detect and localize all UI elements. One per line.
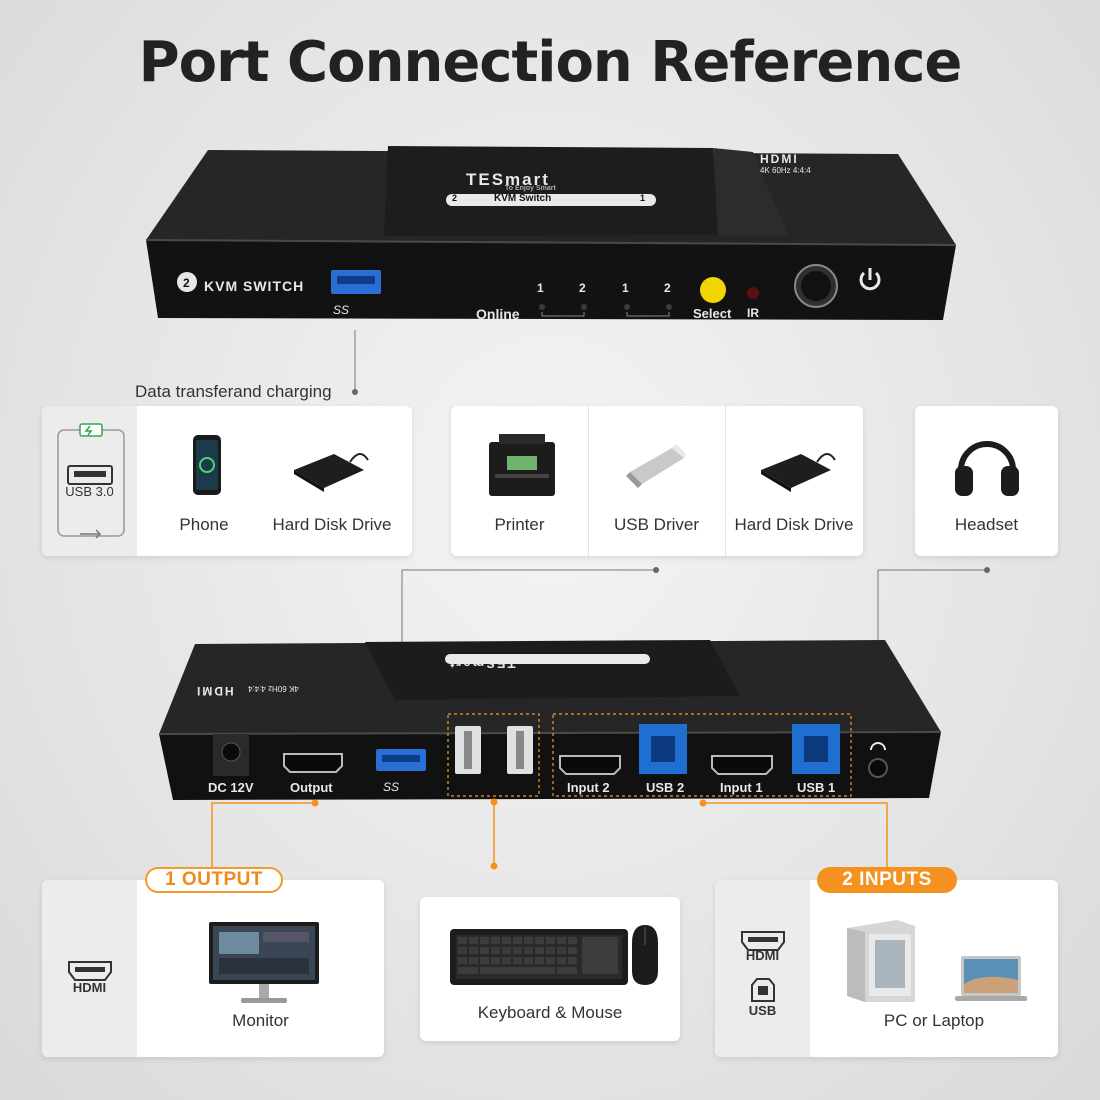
- front-ir-label: IR: [747, 306, 759, 320]
- usb-driver-label: USB Driver: [613, 515, 699, 534]
- rear-brand-logo: TESmart: [448, 656, 516, 671]
- hdmi-port-icon: [741, 931, 785, 951]
- phone-icon: [193, 435, 221, 495]
- headset-label: Headset: [954, 515, 1019, 534]
- front-switch-num: 2: [183, 276, 190, 290]
- front-hdmi-spec: 4K 60Hz 4:4:4: [760, 166, 811, 175]
- front-switch-label: KVM SWITCH: [204, 278, 305, 294]
- output-badge: 1 OUTPUT: [145, 867, 283, 893]
- front-online-num-1: 1: [537, 281, 544, 295]
- inputs-badge: 2 INPUTS: [817, 867, 957, 893]
- rear-input2-label: Input 2: [567, 780, 610, 795]
- input-port-label-usb: USB: [748, 1003, 777, 1018]
- hard-disk-icon: [294, 453, 369, 492]
- rear-usb1-label: USB 1: [797, 780, 836, 795]
- mouse-icon: [632, 925, 658, 985]
- headset-icon: [955, 441, 1019, 496]
- divider: [588, 406, 589, 556]
- front-tagline: To Enjoy Smart: [505, 185, 556, 192]
- usb-devices-card: Printer USB Driver Hard Disk Drive: [451, 406, 863, 556]
- front-brand-logo: TESmart: [466, 170, 550, 189]
- keyboard-mouse-card: Keyboard & Mouse: [420, 897, 680, 1041]
- rear-input1-label: Input 1: [720, 780, 763, 795]
- front-callout-line: [352, 330, 358, 395]
- front-online-label: Online: [476, 306, 520, 322]
- usb-b-port-icon: [751, 978, 775, 1002]
- pc-tower-icon: [847, 920, 915, 1002]
- hard-disk-label-1: Hard Disk Drive: [272, 515, 392, 534]
- output-port-label: HDMI: [72, 980, 107, 995]
- monitor-icon: [209, 922, 319, 1003]
- headset-card: Headset: [915, 406, 1058, 556]
- inputs-card: HDMI USB PC or Laptop: [715, 880, 1058, 1057]
- monitor-label: Monitor: [232, 1011, 289, 1030]
- page-title: Port Connection Reference: [138, 30, 963, 95]
- inputs-card-side: HDMI USB: [715, 880, 810, 1057]
- hard-disk-label-2: Hard Disk Drive: [734, 515, 854, 534]
- front-usb-symbol: SS: [333, 303, 350, 317]
- output-card: HDMI Monitor: [42, 880, 384, 1057]
- input-port-label-hdmi: HDMI: [745, 948, 780, 963]
- km-connector-line: [490, 798, 498, 870]
- front-hdmi-logo: HDMI: [760, 152, 799, 166]
- rear-hdmi-logo: HDMI: [195, 684, 234, 698]
- front-model-num-right: 1: [640, 193, 646, 203]
- laptop-icon: [955, 956, 1027, 1001]
- front-online-num-2: 2: [579, 281, 586, 295]
- keyboard-mouse-label: Keyboard & Mouse: [477, 1003, 623, 1022]
- front-model-label: KVM Switch: [494, 193, 552, 204]
- divider: [725, 406, 726, 556]
- rear-output-label: Output: [290, 780, 333, 795]
- output-card-side: HDMI: [42, 880, 137, 1057]
- hdmi-port-icon: [68, 961, 112, 981]
- kvm-rear-device: [158, 640, 942, 800]
- rear-usb2-label: USB 2: [646, 780, 685, 795]
- printer-icon: [489, 434, 555, 496]
- kvm-front-device: [145, 146, 957, 320]
- front-select-label: Select: [693, 306, 732, 321]
- front-select-num-1: 1: [622, 281, 629, 295]
- front-model-num-left: 2: [452, 193, 458, 203]
- usb3-port-icon: [57, 423, 125, 539]
- output-connector-line: [211, 799, 319, 872]
- front-callout-text: Data transferand charging: [135, 382, 332, 401]
- usb3-card: USB 3.0 Phone Hard Disk Drive: [42, 406, 412, 556]
- usb3-card-side: USB 3.0: [42, 406, 137, 556]
- usb3-port-label: USB 3.0: [65, 484, 114, 499]
- front-select-num-2: 2: [664, 281, 671, 295]
- rear-dc-label: DC 12V: [208, 780, 254, 795]
- hard-disk-icon: [761, 453, 836, 492]
- printer-label: Printer: [494, 515, 545, 534]
- rear-usb3-symbol: SS: [383, 780, 400, 794]
- pc-laptop-label: PC or Laptop: [883, 1011, 985, 1030]
- inputs-connector-line: [699, 799, 888, 872]
- phone-label: Phone: [179, 515, 229, 534]
- keyboard-icon: [450, 929, 628, 985]
- rear-hdmi-spec: 4K 60Hz 4:4:4: [248, 684, 299, 693]
- usb-drive-icon: [626, 444, 686, 488]
